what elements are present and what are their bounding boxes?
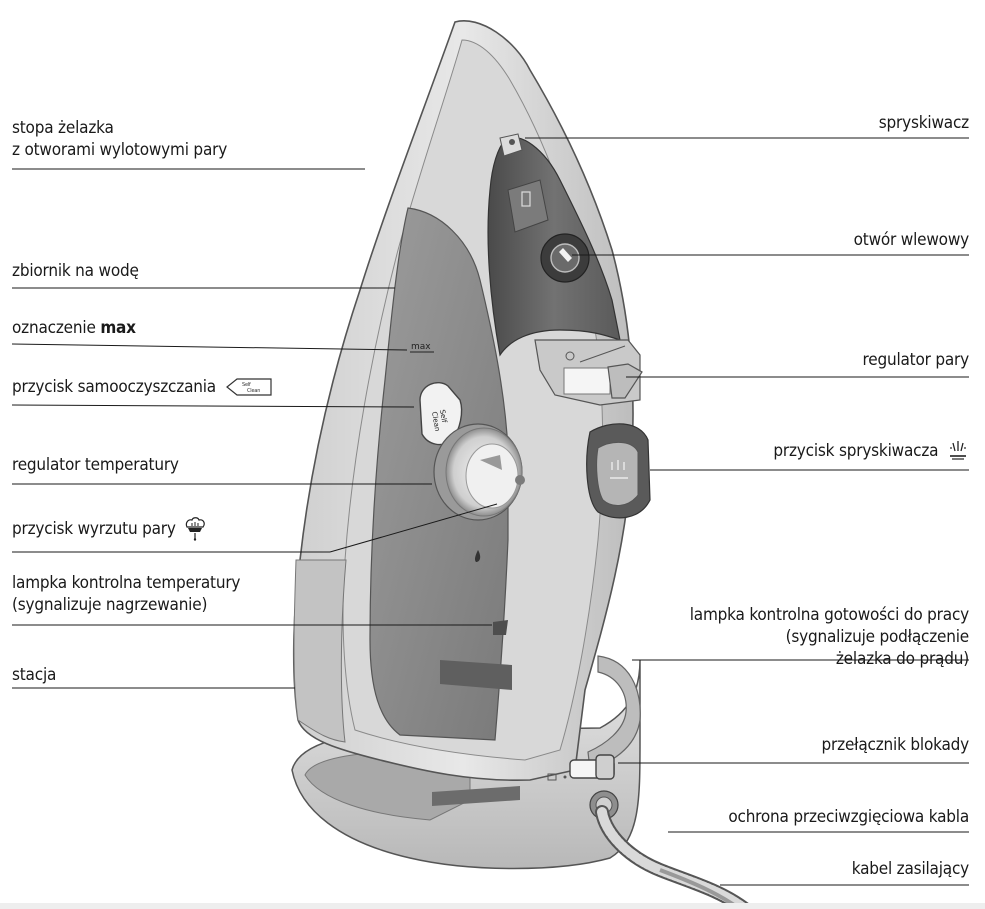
spray-icon (947, 440, 969, 462)
label-max-bold: max (100, 318, 136, 338)
label-strain-relief: ochrona przeciwzgięciowa kabla (728, 806, 969, 828)
label-ready-lamp-line2: (sygnalizuje podłączenie (690, 626, 969, 648)
label-sprayer: spryskiwacz (879, 112, 969, 134)
label-spray-button-text: przycisk spryskiwacza (773, 441, 938, 461)
label-temp-lamp: lampka kontrolna temperatury (sygnalizuj… (12, 572, 240, 616)
label-ready-lamp-line1: lampka kontrolna gotowości do pracy (690, 604, 969, 626)
label-burst: przycisk wyrzutu pary (12, 517, 206, 541)
footer-bar (0, 903, 985, 909)
label-max: oznaczenie max (12, 317, 136, 339)
label-steam-regulator: regulator pary (863, 349, 969, 371)
max-mark: max (411, 342, 431, 352)
label-foot-line2: z otworami wylotowymi pary (12, 139, 227, 161)
label-filler: otwór wlewowy (854, 229, 969, 251)
label-temp-lamp-line2: (sygnalizuje nagrzewanie) (12, 594, 240, 616)
label-foot-line1: stopa żelazka (12, 117, 227, 139)
label-burst-text: przycisk wyrzutu pary (12, 519, 176, 539)
spray-button (587, 424, 650, 518)
label-temp-lamp-line1: lampka kontrolna temperatury (12, 572, 240, 594)
selfclean-icon-line2: Clean (247, 388, 260, 394)
label-ready-lamp: lampka kontrolna gotowości do pracy (syg… (690, 604, 969, 670)
steam-burst-icon (184, 517, 206, 541)
label-temp-regulator: regulator temperatury (12, 454, 179, 476)
selfclean-icon: Self Clean (225, 377, 273, 397)
label-selfclean-text: przycisk samooczyszczania (12, 377, 216, 397)
label-tank: zbiornik na wodę (12, 260, 139, 282)
label-spray-button: przycisk spryskiwacza (773, 440, 969, 462)
label-selfclean: przycisk samooczyszczania Self Clean (12, 376, 273, 398)
label-foot: stopa żelazka z otworami wylotowymi pary (12, 117, 227, 161)
label-ready-lamp-line3: żelazka do prądu) (690, 648, 969, 670)
label-lock: przełącznik blokady (822, 734, 969, 756)
label-cable: kabel zasilający (852, 858, 969, 880)
label-station: stacja (12, 664, 56, 686)
label-max-prefix: oznaczenie (12, 318, 100, 338)
